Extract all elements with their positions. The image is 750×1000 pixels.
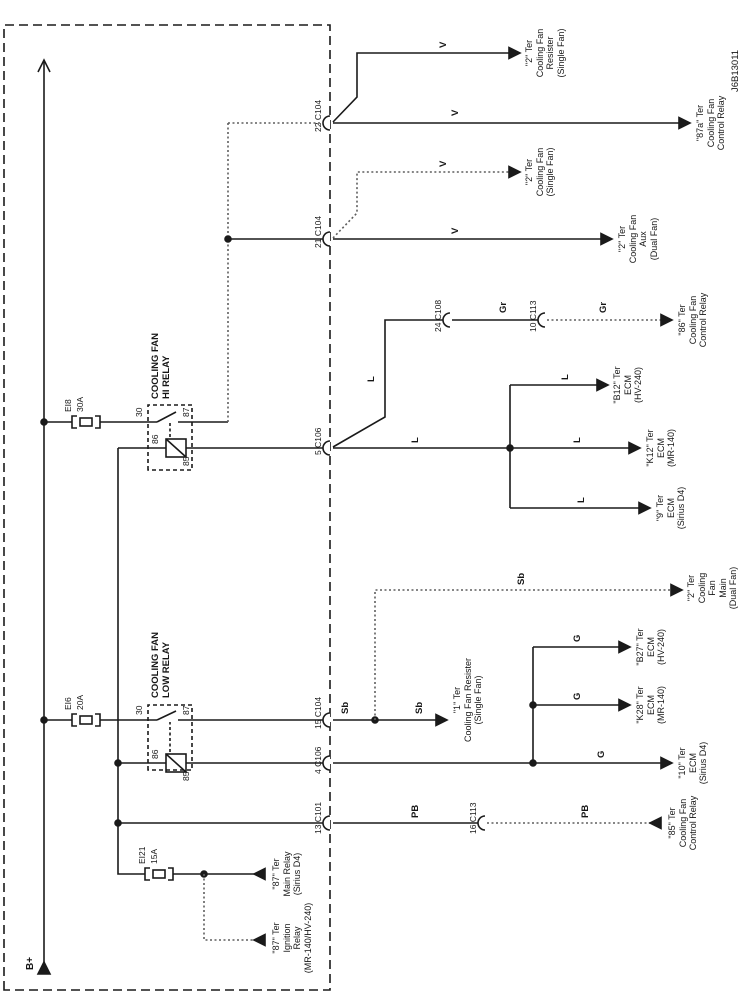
connector-label-5-c106: 5 C106 <box>313 427 323 455</box>
wire-label-sb-3: Sb <box>516 572 527 585</box>
dest-main-relay-87: "87" Ter Main Relay (Sirius D4) <box>271 851 302 897</box>
low-terminal-85: 85 <box>181 771 191 781</box>
low-terminal-30: 30 <box>134 705 144 715</box>
wire-label-sb-1: Sb <box>340 701 351 714</box>
wire-label-g-k28: G <box>572 692 583 700</box>
b-plus-label: B+ <box>25 956 36 970</box>
fuse-ei21-name: EI21 <box>137 846 147 865</box>
hi-relay-name: COOLING FAN HI RELAY <box>150 333 172 399</box>
dest-ecm-k12: "K12" Ter ECM (MR-140) <box>645 428 676 468</box>
fuse-ei8-symbol <box>71 415 101 429</box>
low-relay-name: COOLING FAN LOW RELAY <box>150 632 172 698</box>
connector-4-c106-icon <box>322 755 331 771</box>
connector-label-24-c108: 24 C108 <box>433 299 443 332</box>
wire-label-gr-1: Gr <box>498 301 509 313</box>
wire-label-pb-1: PB <box>410 804 421 818</box>
dest-cooling-fan-resister-2: "2" Ter Cooling Fan Resister (Single Fan… <box>524 28 566 78</box>
dest-cooling-fan-aux-2: "2" Ter Cooling Fan Aux (Dual Fan) <box>617 214 659 264</box>
wire-label-v-aux: V <box>450 227 461 234</box>
dest-control-relay-85: "85" Ter Cooling Fan Control Relay <box>667 795 698 851</box>
connector-10-c113-icon <box>537 312 546 328</box>
wire-label-v-single-fan: V <box>438 160 449 167</box>
wire-label-l-main: L <box>410 437 421 443</box>
dest-ecm-b27: "B27" Ter ECM (HV-240) <box>635 628 666 666</box>
dest-cooling-fan-resister-1: "1" Ter Cooling Fan Resister (Single Fan… <box>452 657 483 743</box>
low-relay-dashed-box <box>147 704 193 771</box>
connector-label-21-c104: 21 C104 <box>313 215 323 248</box>
connector-label-13-c101: 13 C101 <box>313 801 323 834</box>
fuse-ei6-name: EI6 <box>63 697 73 710</box>
wire-label-sb-2: Sb <box>414 701 425 714</box>
wire-label-v-resister: V <box>438 41 449 48</box>
wire-label-v-87a: V <box>450 109 461 116</box>
drawing-number: J6B13011 <box>730 49 741 92</box>
connector-15-c104-icon <box>322 712 331 728</box>
b-plus-bus <box>36 58 52 975</box>
fuse-ei6-symbol <box>71 713 101 727</box>
connector-symbols <box>322 115 546 831</box>
connector-label-15-c104: 15 C104 <box>313 696 323 729</box>
fuse-ei8-name: EI8 <box>63 399 73 412</box>
low-coil-g-branch <box>118 640 674 773</box>
dest-cooling-fan-single-2: "2" Ter Cooling Fan (Single Fan) <box>524 147 555 197</box>
hi-terminal-87: 87 <box>181 407 191 417</box>
connector-label-16-c113: 16 C113 <box>468 802 478 834</box>
dest-cooling-fan-main-2: "2" Ter Cooling Fan Main (Dual Fan) <box>686 566 738 610</box>
hi-87-output-row <box>227 122 330 422</box>
low-terminal-86: 86 <box>150 749 160 759</box>
fuse-ei21-symbol <box>144 867 174 881</box>
hi-coil-l-branch <box>118 378 652 515</box>
wire-label-l-b12: L <box>560 374 571 380</box>
connector-16-c113-icon <box>477 815 486 831</box>
v-wires-21 <box>332 165 614 246</box>
connector-label-10-c113: 10 C113 <box>528 300 538 332</box>
hi-relay-switch-blade <box>156 411 177 423</box>
b-plus-continuation-arrow <box>37 58 51 73</box>
wire-label-g-b27: G <box>572 634 583 642</box>
fuse-ei6-rating: 20A <box>75 694 85 710</box>
dest-ignition-relay-87: "87" Ter Ignition Relay (MR-140/HV-240) <box>271 902 313 974</box>
control-relay-85-feed-arrow <box>648 816 662 830</box>
coil-feed-trunk <box>114 448 266 947</box>
dest-ecm-10: "10" Ter ECM (Sirius D4) <box>677 741 708 785</box>
connector-label-22-c104: 22 C104 <box>313 99 323 132</box>
hi-relay-switch-branch <box>40 411 228 429</box>
main-relay-feed-arrow <box>252 867 266 881</box>
gr-branch <box>332 313 674 448</box>
dest-control-relay-87a: "87a" Ter Cooling Fan Control Relay <box>695 95 726 151</box>
v-wires-22 <box>332 46 692 130</box>
connector-label-4-c106: 4 C106 <box>313 746 323 774</box>
wire-label-gr-2: Gr <box>598 301 609 313</box>
low-relay-switch-branch <box>40 583 684 727</box>
low-terminal-87: 87 <box>181 705 191 715</box>
dest-ecm-b12: "B12" Ter ECM (HV-240) <box>612 366 643 404</box>
connector-22-c104-icon <box>322 115 331 131</box>
fuse-ei8-rating: 30A <box>75 396 85 412</box>
ignition-relay-feed-arrow <box>252 933 266 947</box>
low-relay-switch-blade <box>156 710 177 721</box>
wire-label-g-10: G <box>596 750 607 758</box>
connector-13-c101-icon <box>322 815 331 831</box>
dest-ecm-9: "9" Ter ECM (Sirius D4) <box>655 486 686 530</box>
hi-terminal-85: 85 <box>181 456 191 466</box>
b-plus-feed-arrow <box>36 960 52 975</box>
wire-label-l-jog: L <box>366 376 377 382</box>
wire-label-l-k12: L <box>572 437 583 443</box>
wire-label-pb-2: PB <box>580 804 591 818</box>
connector-5-c106-icon <box>322 440 331 456</box>
connector-24-c108-icon <box>442 312 451 328</box>
wire-label-l-9: L <box>576 497 587 503</box>
hi-relay-dashed-box <box>147 404 193 471</box>
fuse-block-dashed-box <box>3 24 331 991</box>
pb-branch <box>118 816 662 830</box>
dest-ecm-k28: "K28" Ter ECM (MR-140) <box>635 685 666 725</box>
connector-21-c104-icon <box>322 231 331 247</box>
dest-control-relay-86: "86" Ter Cooling Fan Control Relay <box>677 292 708 348</box>
hi-terminal-30: 30 <box>134 407 144 417</box>
hi-terminal-86: 86 <box>150 434 160 444</box>
fuse-ei21-rating: 15A <box>149 848 159 864</box>
